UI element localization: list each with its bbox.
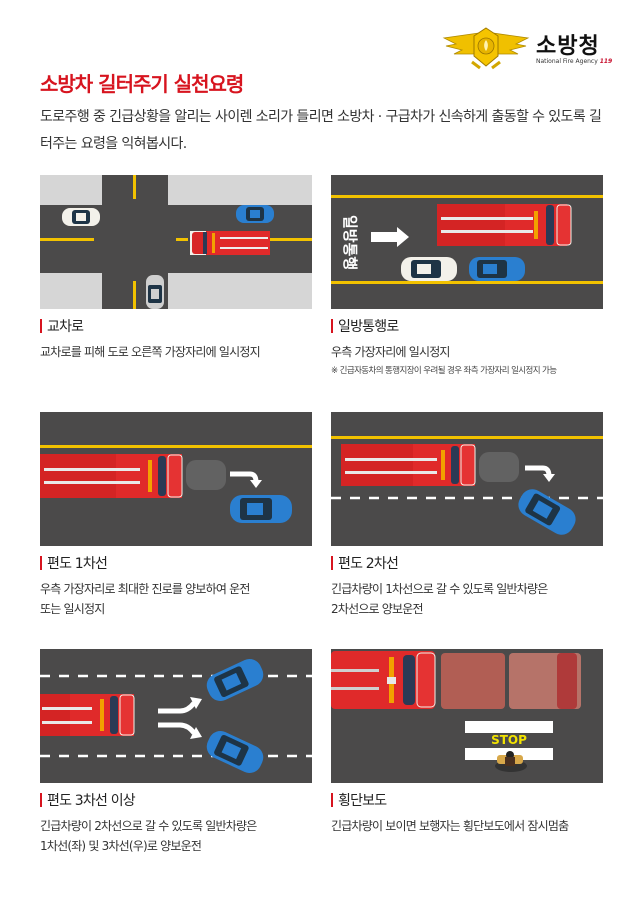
fire-truck-icon xyxy=(40,694,135,736)
accent-bar xyxy=(331,793,333,807)
section-one-way-road: 일방통행로 우측 가장자리에 일시정지 ※ 긴급자동차의 통행지장이 우려될 경… xyxy=(331,316,611,376)
accent-bar xyxy=(40,319,42,333)
section-heading: 횡단보도 xyxy=(338,793,387,809)
blue-car-icon xyxy=(230,495,292,523)
accent-bar xyxy=(331,319,333,333)
fire-truck-icon xyxy=(40,454,183,498)
section-description: 우측 가장자리로 최대한 진로를 양보하여 운전 또는 일시정지 xyxy=(40,582,250,616)
blue-car-icon xyxy=(518,489,576,535)
motion-trail-icon xyxy=(441,653,581,709)
section-heading: 편도 1차선 xyxy=(47,556,108,572)
section-two-lane-road: 편도 2차선 긴급차량이 1차선으로 갈 수 있도록 일반차량은 2차선으로 양… xyxy=(331,553,611,619)
accent-bar xyxy=(331,556,333,570)
illustration-crosswalk: STOP xyxy=(331,649,603,783)
split-arrow-icon xyxy=(158,697,202,739)
fire-truck-icon xyxy=(437,204,572,246)
section-description: 긴급차량이 1차선으로 갈 수 있도록 일반차량은 2차선으로 양보운전 xyxy=(331,582,548,616)
intro-text: 도로주행 중 긴급상황을 알리는 사이렌 소리가 들리면 소방차 · 구급차가 … xyxy=(40,109,602,152)
blue-car-icon xyxy=(236,205,274,223)
section-three-lane-road: 편도 3차선 이상 긴급차량이 2차선으로 갈 수 있도록 일반차량은 1차선(… xyxy=(40,790,320,856)
stop-label: STOP xyxy=(491,733,527,747)
one-way-label: 일방통행 xyxy=(341,215,359,270)
ghost-car-icon xyxy=(479,452,519,482)
accent-bar xyxy=(40,556,42,570)
section-description: 긴급차량이 보이면 보행자는 횡단보도에서 잠시멈춤 xyxy=(331,819,569,833)
section-heading: 일방통행로 xyxy=(338,319,399,335)
section-heading: 편도 3차선 이상 xyxy=(47,793,136,809)
white-car-icon xyxy=(62,208,100,226)
right-arrow-icon xyxy=(371,227,409,247)
section-crosswalk: 횡단보도 긴급차량이 보이면 보행자는 횡단보도에서 잠시멈춤 xyxy=(331,790,611,836)
blue-car-icon xyxy=(206,731,264,773)
section-intersection: 교차로 교차로를 피해 도로 오른쪽 가장자리에 일시정지 xyxy=(40,316,320,362)
illustration-intersection xyxy=(40,175,312,309)
pedestrian-icon xyxy=(495,751,527,772)
section-description: 교차로를 피해 도로 오른쪽 가장자리에 일시정지 xyxy=(40,345,261,359)
accent-bar xyxy=(40,793,42,807)
illustration-three-lane-road xyxy=(40,649,312,783)
illustration-one-way-road: 일방통행 xyxy=(331,175,603,309)
fire-agency-logo: 소방청 National Fire Agency 119 xyxy=(440,24,620,72)
silver-car-icon xyxy=(146,275,164,309)
section-description: 우측 가장자리에 일시정지 xyxy=(331,345,450,359)
turn-arrow-icon xyxy=(525,465,555,482)
fire-truck-icon xyxy=(331,651,436,709)
org-name-ko: 소방청 xyxy=(536,34,600,59)
section-note: ※ 긴급자동차의 통행지장이 우려될 경우 좌측 가장자리 일시정지 가능 xyxy=(331,366,557,376)
fire-truck-icon xyxy=(341,444,476,486)
fire-agency-emblem-icon xyxy=(442,27,530,70)
turn-arrow-icon xyxy=(230,471,262,488)
org-name-en: National Fire Agency 119 xyxy=(536,58,613,65)
page-title: 소방차 길터주기 실천요령 xyxy=(40,72,244,96)
section-heading: 편도 2차선 xyxy=(338,556,399,572)
fire-truck-icon xyxy=(190,231,270,255)
section-description: 긴급차량이 2차선으로 갈 수 있도록 일반차량은 1차선(좌) 및 3차선(우… xyxy=(40,819,257,853)
section-heading: 교차로 xyxy=(47,319,84,335)
ghost-car-icon xyxy=(186,460,226,490)
section-one-lane-road: 편도 1차선 우측 가장자리로 최대한 진로를 양보하여 운전 또는 일시정지 xyxy=(40,553,320,619)
illustration-two-lane-road xyxy=(331,412,603,546)
blue-car-icon xyxy=(206,659,264,701)
illustration-one-lane-road xyxy=(40,412,312,546)
white-car-icon xyxy=(401,257,457,281)
blue-car-icon xyxy=(469,257,525,281)
